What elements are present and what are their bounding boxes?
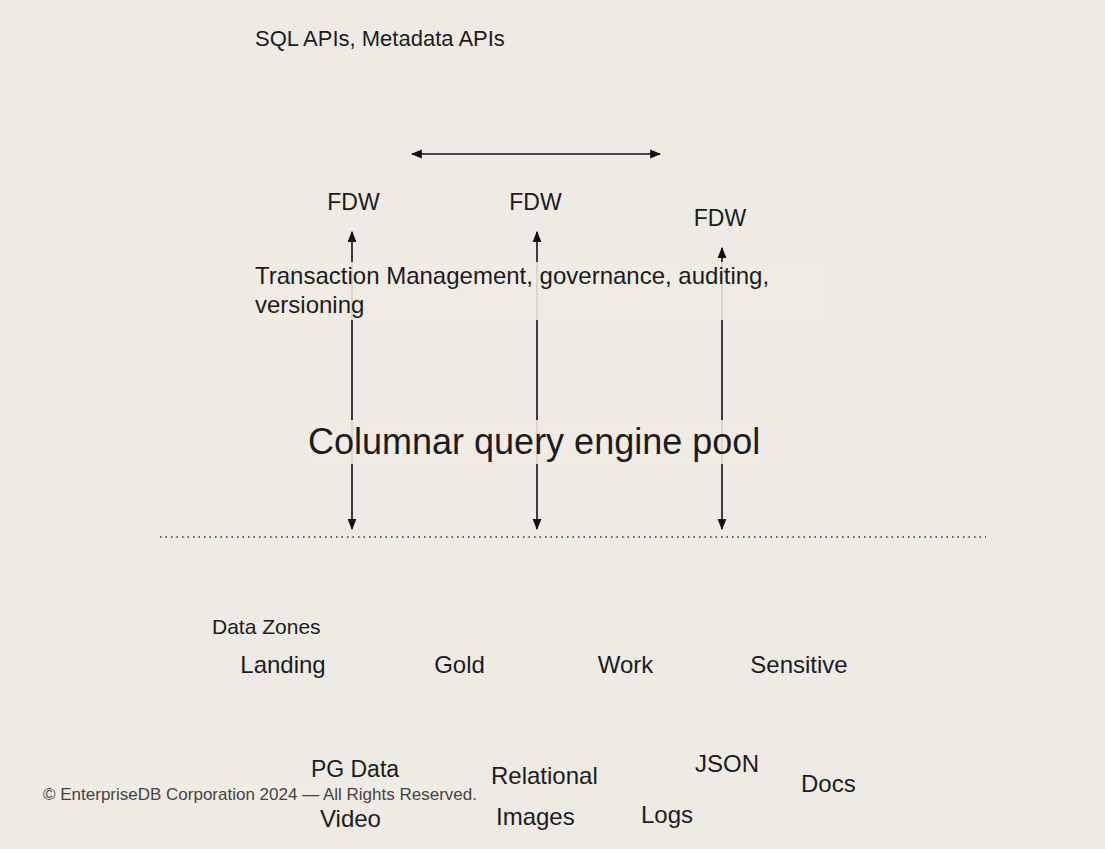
node-label: JSON bbox=[695, 750, 759, 779]
box-outline bbox=[719, 646, 880, 686]
cylinder-body bbox=[292, 101, 410, 205]
copyright-notice: © EnterpriseDB Corporation 2024 — All Ri… bbox=[43, 785, 477, 805]
node-label: Logs bbox=[641, 801, 693, 830]
postgres-database: FDW bbox=[660, 100, 782, 248]
node-label: Transaction Management, governance, audi… bbox=[255, 262, 830, 320]
ring-band bbox=[145, 220, 985, 720]
node-label: SQL APIs, Metadata APIs bbox=[255, 26, 505, 52]
node-label: Images bbox=[496, 803, 575, 832]
cylinder-top bbox=[478, 89, 596, 115]
cylinder-top bbox=[292, 89, 410, 115]
box-outline bbox=[564, 646, 688, 686]
storage-boundary-line bbox=[160, 536, 986, 538]
api-layer-box: SQL APIs, Metadata APIs bbox=[236, 2, 866, 76]
node-label: Work bbox=[598, 651, 654, 680]
engine-slot bbox=[673, 417, 769, 469]
postgres-elephant-logo bbox=[693, 132, 749, 202]
engine-slot bbox=[489, 417, 586, 469]
postgres-elephant-logo bbox=[323, 120, 379, 190]
postgres-database: FDW bbox=[290, 88, 412, 232]
fdw-dashed-box bbox=[487, 177, 586, 231]
node-label: Relational bbox=[491, 762, 598, 791]
zone-box: Sensitive bbox=[718, 645, 880, 686]
postgres-database: FDW bbox=[476, 88, 598, 232]
zone-box: Work bbox=[563, 645, 688, 686]
governance-layer-box: Transaction Management, governance, audi… bbox=[236, 253, 846, 329]
engine-slot bbox=[306, 417, 403, 469]
box-outline bbox=[397, 646, 523, 686]
node-label: Data Zones bbox=[212, 614, 321, 639]
zone-box: Gold bbox=[396, 645, 523, 686]
fdw-dashed-box bbox=[304, 177, 405, 231]
ellipse-outline bbox=[241, 752, 469, 788]
ring-outer-edge bbox=[95, 180, 1035, 760]
data-zones-box: Data ZonesLanding Gold Work Sensitive bbox=[193, 588, 890, 697]
query-engine-pool: Columnar query engine pool bbox=[238, 400, 1007, 484]
node-label: Landing bbox=[240, 651, 325, 680]
cylinder-body bbox=[662, 113, 780, 217]
cylinder-body bbox=[478, 101, 596, 205]
dashed-outline bbox=[194, 589, 890, 697]
fdw-dashed-box bbox=[671, 193, 771, 247]
node-label: Columnar query engine pool bbox=[308, 420, 760, 463]
node-label: Docs bbox=[801, 770, 856, 799]
pg-data-ellipse: PG Data bbox=[240, 751, 470, 789]
node-label: FDW bbox=[694, 205, 746, 233]
cylinder-top bbox=[662, 101, 780, 127]
node-label: FDW bbox=[509, 189, 561, 217]
node-label: PG Data bbox=[311, 757, 399, 782]
postgres-elephant-logo bbox=[509, 120, 565, 190]
node-shape bbox=[193, 588, 890, 697]
dashed-outline bbox=[237, 3, 866, 76]
dashed-outline bbox=[237, 254, 846, 329]
node-label: Sensitive bbox=[750, 651, 847, 680]
node-label: FDW bbox=[327, 189, 379, 217]
box-outline bbox=[215, 646, 352, 686]
box-outline bbox=[239, 401, 1007, 484]
node-label: Video bbox=[320, 805, 381, 834]
connector-arrow bbox=[412, 153, 660, 155]
ring-inner-glow bbox=[215, 274, 915, 666]
node-label: Gold bbox=[434, 651, 485, 680]
zone-box: Landing bbox=[214, 645, 352, 686]
